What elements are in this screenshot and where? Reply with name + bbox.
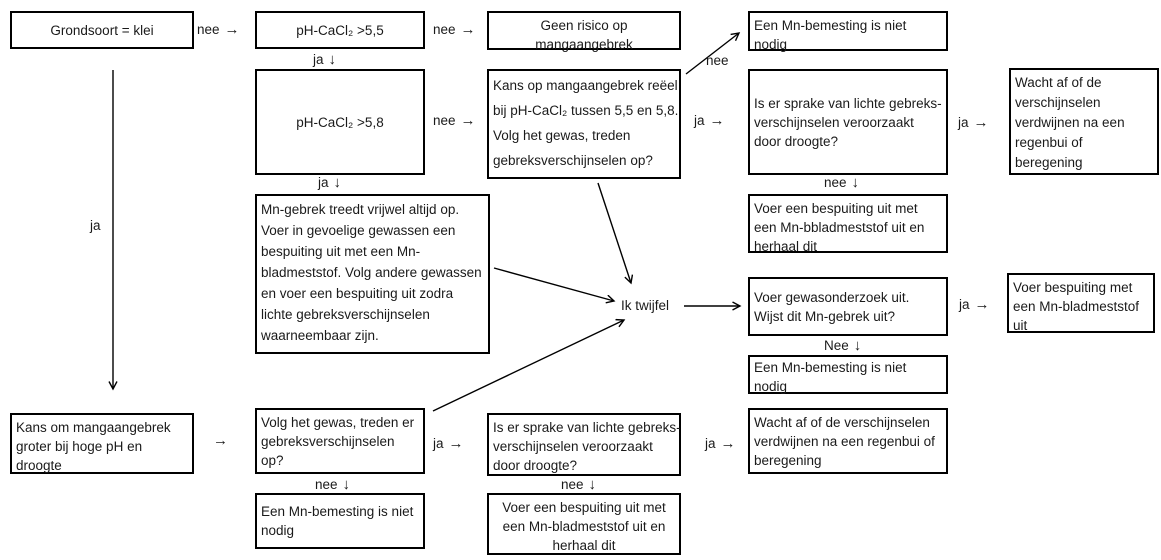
node-lichte-gebreksverschijnselen-2: Is er sprake van lichte gebreks- verschi… [487,413,681,476]
node-ph-cacl2-5-5: pH-CaCl₂ >5,5 [255,11,425,49]
node-kans-mangaangebrek-groter: Kans om mangaangebrek groter bij hoge pH… [10,413,194,474]
node-mn-gebrek-altijd: Mn-gebrek treedt vrijwel altijd op. Voer… [255,194,490,354]
node-volg-gewas: Volg het gewas, treden er gebreksverschi… [255,408,425,474]
node-bespuiting-bladmeststof: Voer bespuiting met een Mn-bladmeststof … [1007,273,1155,333]
node-ik-twijfel: Ik twijfel [621,298,670,313]
node-mn-bemesting-niet-nodig-1: Een Mn-bemesting is niet nodig [748,11,948,52]
edge-label-ja-6: ja→ [433,435,464,452]
node-bespuiting-herhaal-1: Voer een bespuiting uit met een Mn-bblad… [748,194,948,254]
node-mn-bemesting-niet-nodig-2: Een Mn-bemesting is niet nodig [748,355,948,394]
arrow-right-icon: → [460,21,476,38]
edge-label-nee-6: nee↓ [315,476,351,493]
arrow-right-icon: → [224,21,240,38]
node-ph-cacl2-5-8: pH-CaCl₂ >5,8 [255,69,425,175]
node-geen-risico: Geen risico op mangaangebrek [487,11,681,52]
edge-label-ja-vertical: ja [90,218,101,233]
node-wacht-af-2: Wacht af of de verschijnselen verdwijnen… [748,408,948,474]
edge-arrow-plain: → [213,432,228,450]
edge-label-nee-diagonal: nee [706,53,729,68]
edge-label-ja-3: ja→ [958,114,989,131]
arrow-right-icon: → [720,435,736,452]
edge-label-nee-1: nee→ [197,21,240,38]
node-lichte-gebreksverschijnselen-1: Is er sprake van lichte gebreks- verschi… [748,69,948,175]
arrow-right-icon: → [460,112,476,129]
arrow-mngebrek-to-twijfel [493,267,614,301]
arrow-right-icon: → [448,435,464,452]
edge-label-nee-7: nee↓ [561,476,597,493]
arrow-down-icon: ↓ [853,337,862,354]
arrow-down-icon: ↓ [588,476,597,493]
arrow-kans-to-twijfel [597,182,631,283]
arrow-down-icon: ↓ [328,51,337,68]
edge-label-ja-1: ja↓ [313,51,337,68]
arrow-right-icon: → [213,432,228,449]
arrow-down-icon: ↓ [851,174,860,191]
arrow-right-icon: → [974,296,990,313]
arrow-right-icon: → [709,112,725,129]
edge-label-ja-5: ja→ [959,296,990,313]
node-gewasonderzoek: Voer gewasonderzoek uit. Wijst dit Mn-ge… [748,277,948,336]
node-kans-mangaangebrek-reeel: Kans op mangaangebrek reëel bij pH-CaCl₂… [487,69,681,179]
node-grondsoort-klei: Grondsoort = klei [10,11,194,49]
arrow-right-icon: → [973,114,989,131]
edge-label-nee-4: nee↓ [824,174,860,191]
edge-label-ja-2: ja→ [694,112,725,129]
node-mn-bemesting-niet-nodig-3: Een Mn-bemesting is niet nodig [255,493,425,549]
edge-label-nee-3: nee→ [433,112,476,129]
arrow-down-icon: ↓ [342,476,351,493]
node-wacht-af-1: Wacht af of de verschijnselen verdwijnen… [1009,68,1159,175]
edge-label-ja-7: ja→ [705,435,736,452]
arrow-down-icon: ↓ [333,174,342,191]
edge-label-nee-2: nee→ [433,21,476,38]
edge-label-ja-4: ja↓ [318,174,342,191]
edge-label-nee-5: Nee↓ [824,337,862,354]
node-bespuiting-herhaal-2: Voer een bespuiting uit met een Mn-bladm… [487,493,681,555]
